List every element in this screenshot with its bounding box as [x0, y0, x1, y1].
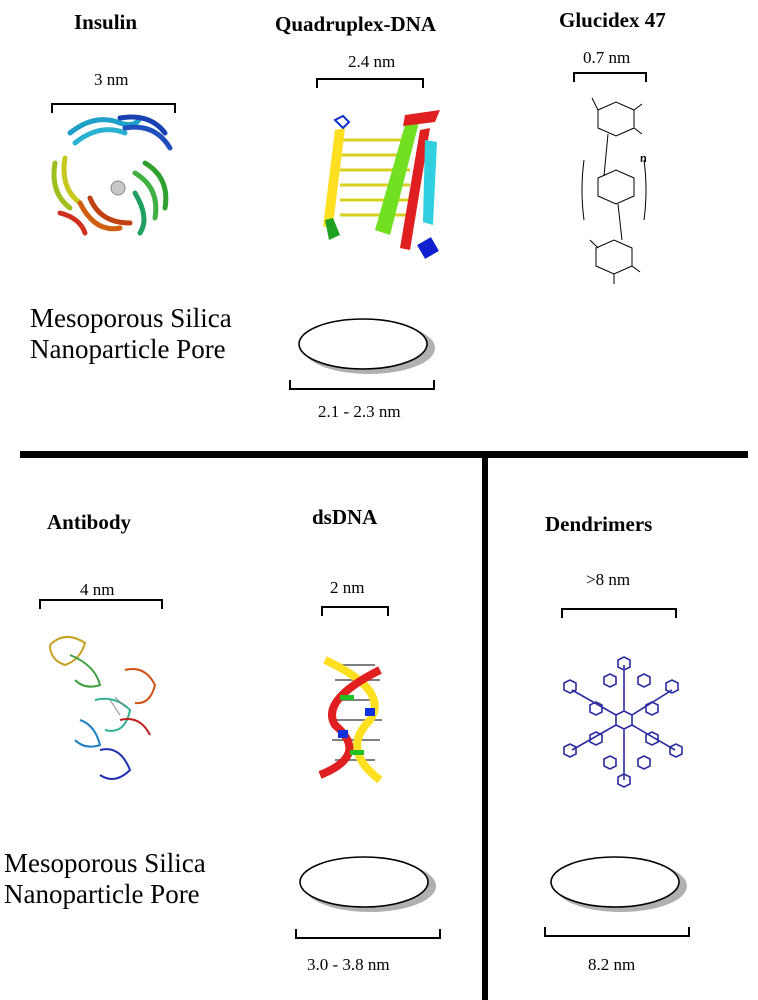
pore-label-bottom-line1: Mesoporous Silica	[4, 848, 206, 878]
antibody-size-label: 4 nm	[80, 580, 115, 599]
dendrimers-scale-bar	[561, 608, 677, 618]
pore-top-scale-bar	[289, 380, 435, 390]
antibody-title: Antibody	[47, 510, 132, 534]
pore-label-top: Mesoporous Silica Nanoparticle Pore	[30, 303, 232, 365]
dsdna-title: dsDNA	[312, 505, 378, 529]
dsdna-scale-bar	[321, 606, 389, 616]
antibody-image	[49, 636, 157, 780]
dsdna-size-label: 2 nm	[330, 578, 365, 597]
insulin-molecule-image	[51, 114, 173, 236]
quadruplex-dna-title: Quadruplex-DNA	[275, 12, 437, 36]
pore-ellipse-top	[298, 318, 435, 374]
glucidex-structure-image: n	[581, 97, 647, 284]
pore-ellipse-bottom-right	[550, 856, 687, 912]
dendrimer-image	[563, 656, 683, 788]
quadruplex-scale-bar	[316, 78, 424, 88]
glucidex-size-label: 0.7 nm	[583, 48, 631, 67]
antibody-scale-bar	[39, 599, 163, 609]
dsdna-image	[318, 656, 383, 784]
pore-label-bottom-line2: Nanoparticle Pore	[4, 879, 200, 909]
insulin-scale-bar	[51, 103, 176, 113]
insulin-size-label: 3 nm	[94, 70, 129, 89]
pore-bottom-right-size-label: 8.2 nm	[588, 955, 636, 974]
quadruplex-dna-image	[323, 110, 440, 259]
pore-bottom-left-size-label: 3.0 - 3.8 nm	[307, 955, 390, 974]
pore-top-size-label: 2.1 - 2.3 nm	[318, 402, 401, 421]
pore-ellipse-bottom-left	[299, 856, 436, 912]
quadruplex-size-label: 2.4 nm	[348, 52, 396, 71]
pore-label-bottom: Mesoporous Silica Nanoparticle Pore	[4, 848, 206, 910]
pore-bottom-right-scale-bar	[544, 927, 690, 937]
pore-label-top-line1: Mesoporous Silica	[30, 303, 232, 333]
pore-bottom-left-scale-bar	[295, 929, 441, 939]
dendrimers-title: Dendrimers	[545, 512, 653, 536]
glucidex-repeat-label: n	[640, 153, 647, 165]
vertical-divider	[482, 451, 488, 1000]
dendrimers-size-label: >8 nm	[586, 570, 631, 589]
glucidex-scale-bar	[573, 72, 647, 82]
pore-label-top-line2: Nanoparticle Pore	[30, 334, 226, 364]
insulin-title: Insulin	[74, 10, 138, 34]
glucidex-title: Glucidex 47	[559, 8, 666, 32]
horizontal-divider	[20, 451, 748, 458]
